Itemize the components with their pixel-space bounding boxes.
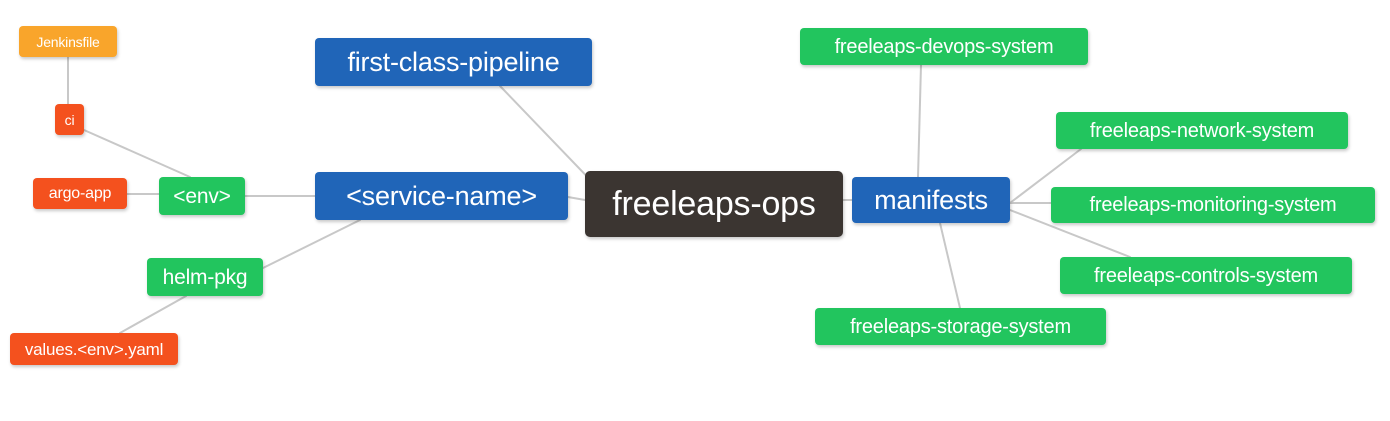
node-label-helm-pkg: helm-pkg: [162, 265, 248, 289]
node-freeleaps-controls-system[interactable]: freeleaps-controls-system: [1060, 257, 1352, 294]
node-freeleaps-monitoring-system[interactable]: freeleaps-monitoring-system: [1051, 187, 1375, 223]
node-argo-app[interactable]: argo-app: [33, 178, 127, 209]
node-env[interactable]: <env>: [159, 177, 245, 215]
node-first-class-pipeline[interactable]: first-class-pipeline: [315, 38, 592, 86]
node-freeleaps-ops[interactable]: freeleaps-ops: [585, 171, 843, 237]
node-freeleaps-devops-system[interactable]: freeleaps-devops-system: [800, 28, 1088, 65]
node-label-freeleaps-devops-system: freeleaps-devops-system: [834, 35, 1054, 58]
node-label-manifests: manifests: [874, 184, 988, 215]
node-freeleaps-storage-system[interactable]: freeleaps-storage-system: [815, 308, 1106, 345]
node-label-freeleaps-storage-system: freeleaps-storage-system: [850, 315, 1071, 338]
edge-helm-pkg-to-values-env-yaml: [119, 295, 187, 334]
node-label-jenkinsfile: Jenkinsfile: [36, 33, 100, 50]
node-label-argo-app: argo-app: [48, 184, 112, 202]
node-label-freeleaps-network-system: freeleaps-network-system: [1089, 119, 1315, 142]
node-label-ci: ci: [64, 111, 75, 128]
node-label-first-class-pipeline: first-class-pipeline: [347, 46, 560, 77]
node-label-freeleaps-monitoring-system: freeleaps-monitoring-system: [1089, 194, 1337, 216]
node-ci[interactable]: ci: [55, 104, 84, 135]
node-jenkinsfile[interactable]: Jenkinsfile: [19, 26, 117, 57]
node-freeleaps-network-system[interactable]: freeleaps-network-system: [1056, 112, 1348, 149]
edge-manifests-to-freeleaps-storage-system: [939, 222, 961, 309]
node-helm-pkg[interactable]: helm-pkg: [147, 258, 263, 296]
edge-manifests-to-freeleaps-devops-system: [917, 64, 922, 178]
node-values-env-yaml[interactable]: values.<env>.yaml: [10, 333, 178, 365]
node-manifests[interactable]: manifests: [852, 177, 1010, 223]
edge-service-name-to-helm-pkg: [262, 219, 361, 269]
node-label-env: <env>: [173, 184, 231, 208]
node-service-name[interactable]: <service-name>: [315, 172, 568, 220]
node-label-values-env-yaml: values.<env>.yaml: [24, 339, 164, 359]
node-label-service-name: <service-name>: [346, 180, 537, 211]
node-label-freeleaps-ops: freeleaps-ops: [612, 185, 816, 223]
edge-freeleaps-ops-to-service-name: [567, 196, 586, 201]
edge-env-to-ci: [83, 129, 191, 178]
node-label-freeleaps-controls-system: freeleaps-controls-system: [1094, 264, 1318, 287]
